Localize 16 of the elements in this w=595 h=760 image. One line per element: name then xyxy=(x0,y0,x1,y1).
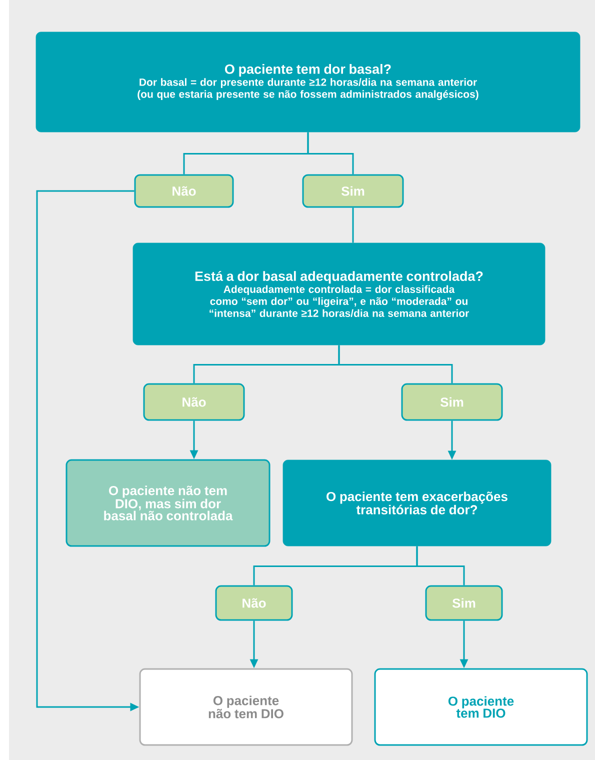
connector-line xyxy=(352,208,354,243)
result-box: O paciente não tem DIO xyxy=(139,668,353,746)
answer-box: Sim xyxy=(425,585,503,621)
answer-box: Não xyxy=(134,174,234,208)
connector-line xyxy=(307,132,354,174)
decision-box: Está a dor basal adequadamente controlada? Adequadamente controlada = dor classificada como “sem dor” ou “ligeira”, e não “moderada” ou “intensa” durante ≥12 horas/dia na semana anterior xyxy=(132,242,546,346)
decision-box: O paciente tem dor basal? Dor basal = dor presente durante ≥12 horas/dia na semana anterior (ou que estaria presente se não fossem administrados analgésicos) xyxy=(36,32,580,132)
connector-line xyxy=(338,345,453,384)
connector-line xyxy=(416,546,465,586)
answer-box: Não xyxy=(215,585,293,621)
answer-box: Sim xyxy=(302,174,404,208)
answer-box: Sim xyxy=(401,383,503,421)
answer-box: Não xyxy=(143,383,245,421)
result-box: O paciente tem DIO xyxy=(374,668,588,746)
decision-box: O paciente tem exacerbações transitórias de dor? xyxy=(282,460,552,546)
result-box: O paciente não tem DIO, mas sim dor basal não controlada xyxy=(66,459,270,547)
